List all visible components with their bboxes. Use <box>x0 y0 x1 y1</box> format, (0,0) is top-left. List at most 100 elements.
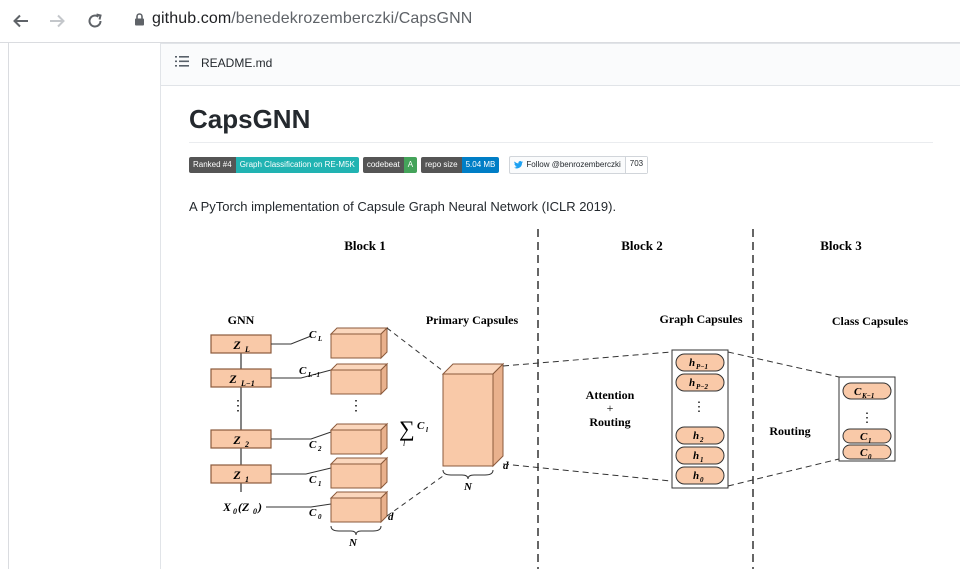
h-P-1-letter: h <box>689 357 695 369</box>
c-box-L-minus-1: C L−1 <box>299 362 389 396</box>
c-1-letter: C <box>860 431 868 443</box>
c-ellipsis: ⋮ <box>349 399 363 414</box>
forward-arrow-icon[interactable] <box>44 8 70 34</box>
readme-filename: README.md <box>201 56 273 70</box>
twitter-follow-label: Follow @benrozemberczki <box>526 160 621 169</box>
routing-label-block2: Routing <box>589 415 630 429</box>
c-K-1-letter: C <box>854 386 862 398</box>
z-box-L: Z L <box>210 334 272 354</box>
badge-repo-size-left: repo size <box>421 157 462 173</box>
twitter-bird-icon <box>514 161 524 169</box>
c-sub-L-minus-1: L−1 <box>307 371 320 379</box>
page-left-border <box>8 42 9 569</box>
x0-paren: (Z <box>238 500 250 514</box>
z-box-L-minus-1: Z L−1 <box>210 368 272 388</box>
c-label-1: C <box>309 474 317 486</box>
block3-label: Block 3 <box>820 238 862 253</box>
x0-paren-sub: 0 <box>253 507 257 516</box>
h-P-2-sub: P−2 <box>696 383 709 391</box>
primary-brace <box>442 469 494 480</box>
twitter-follow-button[interactable]: Follow @benrozemberczki 703 <box>509 156 649 174</box>
pytorch-link[interactable]: PyTorch <box>200 199 248 214</box>
badge-repo-size[interactable]: repo size 5.04 MB <box>421 157 500 173</box>
class-capsule-list: C K−1 ⋮ C 1 C 0 <box>842 382 892 461</box>
address-bar[interactable]: github.com/benedekrozemberczki/CapsGNN <box>134 6 934 36</box>
lock-icon <box>135 13 144 26</box>
url-text: github.com/benedekrozemberczki/CapsGNN <box>152 10 472 28</box>
paper-link[interactable]: Capsule Graph Neural Network <box>357 199 539 214</box>
primary-d: d <box>503 460 509 472</box>
graph-caps-ellipsis: ⋮ <box>693 399 706 414</box>
c-box-0: C 0 <box>309 490 389 524</box>
z-box-2: Z 2 <box>210 429 272 449</box>
x0-label: X 0 (Z 0 ) <box>222 500 262 516</box>
sum-c-sub: l <box>426 426 428 434</box>
desc-middle: implementation of <box>247 199 358 214</box>
z-sub-L: L <box>244 345 250 354</box>
graph-capsules-container <box>671 349 729 489</box>
c-sub-L: L <box>317 335 322 343</box>
title-divider <box>189 142 933 143</box>
routing-label-block3: Routing <box>769 424 810 438</box>
x0-paren-close: ) <box>257 500 262 514</box>
class-caps-ellipsis: ⋮ <box>861 410 874 425</box>
c-sub-1: 1 <box>318 480 322 488</box>
primary-to-graph-bottom <box>502 463 672 482</box>
h-P-1-sub: P−1 <box>696 363 708 371</box>
capsgnn-architecture-figure: Block 1 Block 2 Block 3 GNN Primary Caps… <box>210 229 909 569</box>
primary-capsules-block <box>441 362 505 468</box>
readme-description: A PyTorch implementation of Capsule Grap… <box>189 199 616 214</box>
badge-codebeat-right: A <box>403 157 418 173</box>
readme-title: CapsGNN <box>189 104 311 134</box>
c-stack-n: N <box>348 537 358 549</box>
proj-line-top <box>386 327 444 372</box>
proj-line-bottom <box>386 475 444 517</box>
c-stack-brace <box>330 525 382 536</box>
c-label-L-minus-1: C <box>299 365 307 377</box>
c-label-L: C <box>309 329 317 341</box>
class-capsules-label: Class Capsules <box>832 314 909 328</box>
c-0-letter: C <box>860 447 868 459</box>
z-label-L: Z <box>232 338 241 352</box>
x0-sub: 0 <box>233 507 237 516</box>
twitter-follow-label-wrap: Follow @benrozemberczki <box>510 157 626 173</box>
z-box-1: Z 1 <box>210 464 272 484</box>
list-icon[interactable] <box>175 56 189 67</box>
graph-to-class-bottom <box>727 458 840 487</box>
h-0-sub: 0 <box>700 476 704 484</box>
reload-icon[interactable] <box>82 8 108 34</box>
z-to-c-connectors <box>266 335 332 508</box>
block1-label: Block 1 <box>344 238 386 253</box>
h-2-sub: 2 <box>699 436 704 444</box>
readme-header: README.md <box>160 43 960 86</box>
z-sub-1: 1 <box>245 475 249 484</box>
badge-row: Ranked #4 Graph Classification on RE-M5K… <box>189 156 649 174</box>
url-host: github.com <box>152 10 232 27</box>
h-1-sub: 1 <box>700 456 704 464</box>
z-sub-L-minus-1: L−1 <box>240 379 255 388</box>
gnn-ellipsis: ⋮ <box>231 399 245 414</box>
c-1-sub: 1 <box>868 437 872 445</box>
plus-label: + <box>607 401 614 415</box>
sum-symbol: ∑ <box>399 416 415 441</box>
c-box-2: C 2 <box>309 422 389 456</box>
z-sub-2: 2 <box>244 440 249 449</box>
badge-ranked[interactable]: Ranked #4 Graph Classification on RE-M5K <box>189 157 359 173</box>
c-label-0: C <box>309 507 317 519</box>
c-0-sub: 0 <box>868 453 872 461</box>
c-box-1: C 1 <box>309 456 389 490</box>
c-stack-d: d <box>388 511 394 523</box>
back-arrow-icon[interactable] <box>8 8 34 34</box>
c-sub-0: 0 <box>318 513 322 521</box>
x0-x: X <box>222 500 232 514</box>
badge-codebeat[interactable]: codebeat A <box>362 157 418 173</box>
h-1-letter: h <box>693 450 699 462</box>
badge-repo-size-right: 5.04 MB <box>461 157 500 173</box>
z-label-1: Z <box>232 468 241 482</box>
browser-toolbar: github.com/benedekrozemberczki/CapsGNN <box>0 0 960 43</box>
twitter-follower-count: 703 <box>625 157 648 173</box>
attention-label: Attention <box>586 388 635 402</box>
h-P-2-letter: h <box>689 377 695 389</box>
c-K-1-sub: K−1 <box>861 392 874 400</box>
h-0-letter: h <box>693 470 699 482</box>
